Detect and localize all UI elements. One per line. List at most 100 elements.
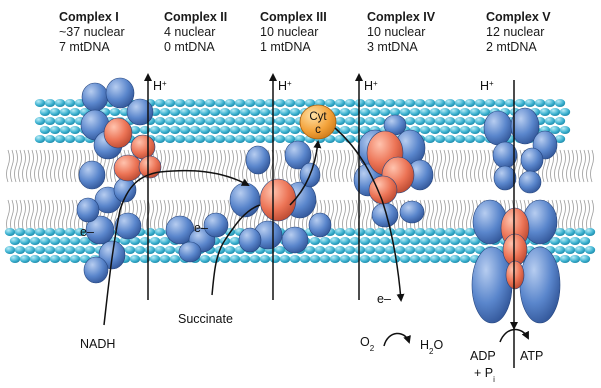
lipid-tail [55, 200, 58, 232]
lipid-head [355, 117, 365, 125]
lipid-tail [163, 150, 166, 182]
lipid-tail [143, 200, 146, 232]
lipid-head [85, 246, 95, 254]
lipid-head [55, 117, 65, 125]
lipid-head [70, 126, 80, 134]
phosphate-label: + Pi [474, 366, 495, 383]
lipid-head [360, 237, 370, 245]
lipid-head [75, 246, 85, 254]
lipid-head [150, 126, 160, 134]
lipid-head [280, 255, 290, 263]
lipid-tail [343, 200, 346, 232]
lipid-head [285, 99, 295, 107]
lipid-head [385, 99, 395, 107]
lipid-head [285, 117, 295, 125]
complex-5-nuclear-count: 12 nuclear [486, 25, 551, 40]
lipid-head [405, 246, 415, 254]
lipid-head [425, 228, 435, 236]
lipid-tail [35, 200, 38, 232]
lipid-tail [571, 200, 574, 232]
lipid-head [30, 237, 40, 245]
lipid-tail [459, 200, 462, 232]
lipid-head [390, 237, 400, 245]
lipid-head [430, 237, 440, 245]
lipid-tail [471, 150, 474, 182]
lipid-tail [447, 200, 450, 232]
lipid-head [410, 108, 420, 116]
lipid-head [430, 108, 440, 116]
lipid-head [420, 255, 430, 263]
lipid-head [450, 108, 460, 116]
lipid-tail [583, 150, 586, 182]
complex-1-subunit [79, 161, 105, 189]
proton-label-4: H+ [480, 79, 494, 94]
lipid-head [575, 246, 585, 254]
lipid-tail [219, 150, 222, 182]
lipid-tail [427, 200, 430, 232]
lipid-head [5, 246, 15, 254]
lipid-tail [151, 200, 154, 232]
lipid-tail [239, 150, 242, 182]
lipid-head [435, 117, 445, 125]
lipid-head [225, 246, 235, 254]
lipid-head [45, 228, 55, 236]
lipid-head [555, 117, 565, 125]
lipid-head [400, 255, 410, 263]
lipid-tail [11, 150, 14, 182]
lipid-tail [71, 150, 74, 182]
complex-1-redox-subunit [131, 135, 155, 159]
lipid-head [145, 246, 155, 254]
lipid-tail [567, 200, 570, 232]
lipid-tail [159, 200, 162, 232]
lipid-tail [195, 150, 198, 182]
lipid-head [205, 117, 215, 125]
lipid-head [445, 135, 455, 143]
lipid-tail [463, 150, 466, 182]
lipid-head [425, 99, 435, 107]
lipid-head [495, 99, 505, 107]
lipid-tail [63, 150, 66, 182]
lipid-head [380, 108, 390, 116]
lipid-head [155, 117, 165, 125]
complex-1-nuclear-count: ~37 nuclear [59, 25, 125, 40]
lipid-head [170, 126, 180, 134]
lipid-tail [347, 150, 350, 182]
lipid-head [150, 237, 160, 245]
lipid-head [175, 99, 185, 107]
lipid-head [420, 237, 430, 245]
lipid-tail [471, 200, 474, 232]
lipid-head [245, 117, 255, 125]
lipid-head [155, 135, 165, 143]
complex-5-subunit [494, 166, 516, 190]
lipid-tail [443, 200, 446, 232]
lipid-tail [455, 200, 458, 232]
lipid-head [280, 126, 290, 134]
lipid-head [415, 228, 425, 236]
lipid-head [270, 126, 280, 134]
lipid-head [450, 237, 460, 245]
lipid-head [345, 99, 355, 107]
lipid-head [365, 246, 375, 254]
adp-label: ADP [470, 349, 496, 363]
complex-1-subunit [127, 99, 153, 125]
lipid-head [340, 126, 350, 134]
lipid-head [250, 126, 260, 134]
lipid-head [485, 99, 495, 107]
lipid-head [560, 126, 570, 134]
lipid-tail [563, 150, 566, 182]
lipid-tail [451, 200, 454, 232]
lipid-tail [579, 150, 582, 182]
lipid-head [565, 228, 575, 236]
lipid-head [200, 108, 210, 116]
lipid-tail [163, 200, 166, 232]
lipid-head [375, 246, 385, 254]
lipid-tail [175, 150, 178, 182]
lipid-head [435, 246, 445, 254]
lipid-head [15, 228, 25, 236]
lipid-head [335, 228, 345, 236]
lipid-head [580, 255, 590, 263]
lipid-head [5, 228, 15, 236]
lipid-head [375, 99, 385, 107]
lipid-head [175, 135, 185, 143]
lipid-tail [479, 150, 482, 182]
